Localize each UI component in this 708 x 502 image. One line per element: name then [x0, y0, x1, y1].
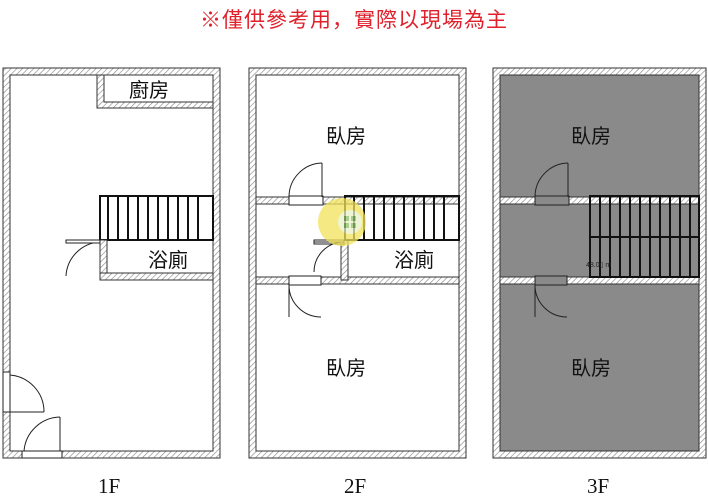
- corridor-3f-bottom-wall: [499, 276, 700, 285]
- watermark-logo: [318, 198, 366, 246]
- bedroom-2f-bottom-label: 臥房: [326, 356, 366, 380]
- disclaimer-note: ※僅供參考用，實際以現場為主: [200, 8, 508, 32]
- bathroom-1f-label: 浴廁: [148, 248, 188, 272]
- bedroom-3f-bottom-label: 臥房: [571, 356, 611, 380]
- door-1f-entrance: [2, 371, 63, 459]
- floor-3f-label: 3F: [587, 474, 609, 498]
- floor-2f: 臥房 浴廁 臥房 2F: [248, 67, 467, 498]
- bathroom-1f-walls-bottom: [99, 272, 214, 281]
- stairs-2f: [344, 195, 460, 241]
- door-3f-bottom-bedroom: [534, 275, 568, 318]
- floor-2f-walls: [248, 67, 467, 459]
- bedroom-2f-top-label: 臥房: [326, 124, 366, 148]
- door-3f-top-bedroom: [534, 162, 570, 206]
- floor-2f-label: 2F: [344, 474, 366, 498]
- stairs-1f: [99, 195, 214, 241]
- door-1f-bathroom: [65, 239, 101, 277]
- floor-3f-walls: [492, 67, 707, 459]
- floor-1f-label: 1F: [98, 474, 120, 498]
- corridor-2f-top-wall: [255, 196, 460, 205]
- area-3f-label: 48.0▯ m: [586, 262, 611, 269]
- stairs-3f: [589, 195, 700, 278]
- kitchen-label: 廚房: [129, 78, 169, 102]
- floor-3f: 臥房 48.0▯ m 臥房 3F: [492, 67, 707, 498]
- corridor-2f-bottom-wall: [255, 276, 460, 285]
- door-2f-bottom-bedroom: [288, 275, 322, 318]
- floor-1f: 廚房 浴廁 1F: [2, 67, 221, 498]
- bathroom-2f-label: 浴廁: [394, 248, 434, 272]
- door-2f-top-bedroom: [288, 162, 324, 206]
- kitchen-walls: [96, 74, 214, 109]
- floor-3f-shaded-area: [493, 68, 704, 458]
- bedroom-3f-top-label: 臥房: [571, 124, 611, 148]
- bathroom-2f-side-wall: [340, 239, 349, 281]
